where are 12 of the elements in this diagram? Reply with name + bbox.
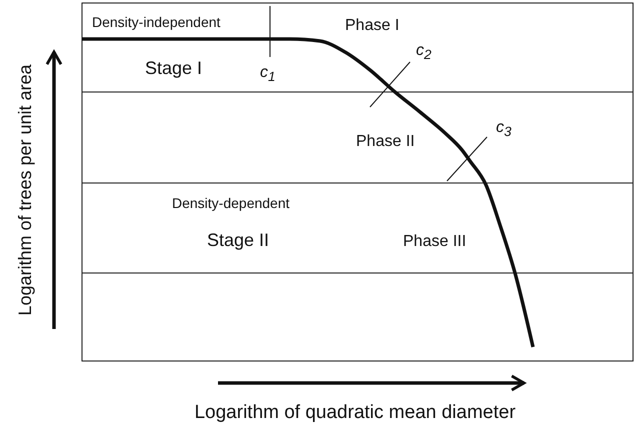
axis-title: Logarithm of quadratic mean diameter	[194, 403, 516, 422]
stage-label: Stage II	[207, 231, 270, 249]
zone-label: Density-dependent	[172, 196, 290, 210]
phase-label: Phase III	[403, 234, 466, 250]
phase-label: Phase I	[345, 18, 400, 34]
threshold-label: c$_{3}$	[496, 120, 512, 139]
stage-label: Stage I	[145, 59, 202, 77]
threshold-label: c$_{2}$	[416, 43, 432, 62]
phase-label: Phase II	[356, 134, 415, 150]
axis-title: Logarithm of trees per unit area	[16, 64, 34, 316]
threshold-label: c$_{1}$	[260, 65, 276, 84]
zone-label: Density-independent	[92, 15, 220, 29]
